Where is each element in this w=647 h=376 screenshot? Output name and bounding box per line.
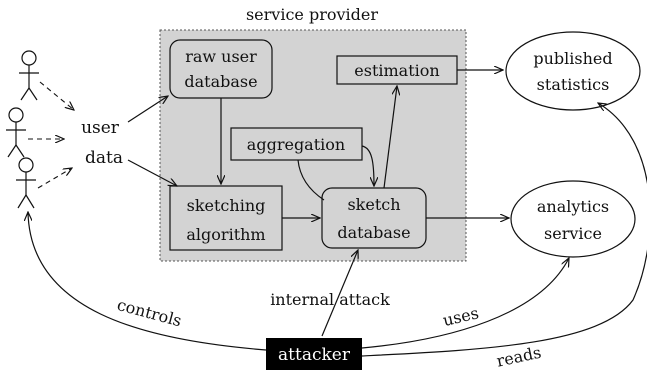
sketching-label-line1: sketching (187, 196, 266, 215)
estimation-label: estimation (354, 61, 439, 80)
sketch-database-label-line1: sketch (347, 195, 400, 214)
edge-sketchdb-estimation (383, 86, 397, 189)
published-label-line2: statistics (537, 75, 610, 94)
edge-attacker-controls (28, 212, 267, 351)
edge-user3-data (37, 168, 72, 189)
estimation-node (336, 55, 458, 85)
aggregation-label: aggregation (247, 135, 345, 154)
aggregation-node (230, 127, 363, 161)
attacker-node (266, 338, 362, 370)
published-statistics-node (505, 31, 641, 111)
sketch-database-label-line2: database (337, 223, 410, 242)
edge-user1-data (39, 81, 74, 110)
sketching-algorithm-node (169, 185, 283, 251)
edge-userdata-sketching (127, 159, 177, 186)
edge-aggregation-sketchdb-out (361, 145, 374, 186)
edge-aggregation-sketchdb-in (297, 159, 325, 201)
internal-attack-label: internal attack (270, 290, 390, 309)
analytics-label-line2: service (544, 224, 602, 243)
attacker-label: attacker (278, 345, 351, 365)
edge-attacker-uses (361, 258, 569, 349)
provider-title: service provider (246, 5, 378, 24)
analytics-service-node (510, 180, 636, 258)
user-figure-3-icon (16, 157, 36, 209)
user-data-label-line1: user (81, 118, 120, 138)
published-label-line1: published (533, 49, 612, 68)
user-data-label-line2: data (85, 148, 123, 168)
raw-database-label-line2: database (184, 72, 257, 91)
sketching-label-line2: algorithm (186, 225, 265, 244)
user-figure-1-icon (19, 50, 39, 101)
user-figure-2-icon (6, 107, 26, 158)
edge-attacker-reads (361, 103, 647, 357)
edge-userdata-rawdb (127, 96, 168, 123)
edge-attacker-internal (321, 250, 358, 337)
analytics-label-line1: analytics (537, 197, 609, 216)
raw-database-label-line1: raw user (185, 47, 257, 66)
controls-label: controls (115, 295, 184, 330)
